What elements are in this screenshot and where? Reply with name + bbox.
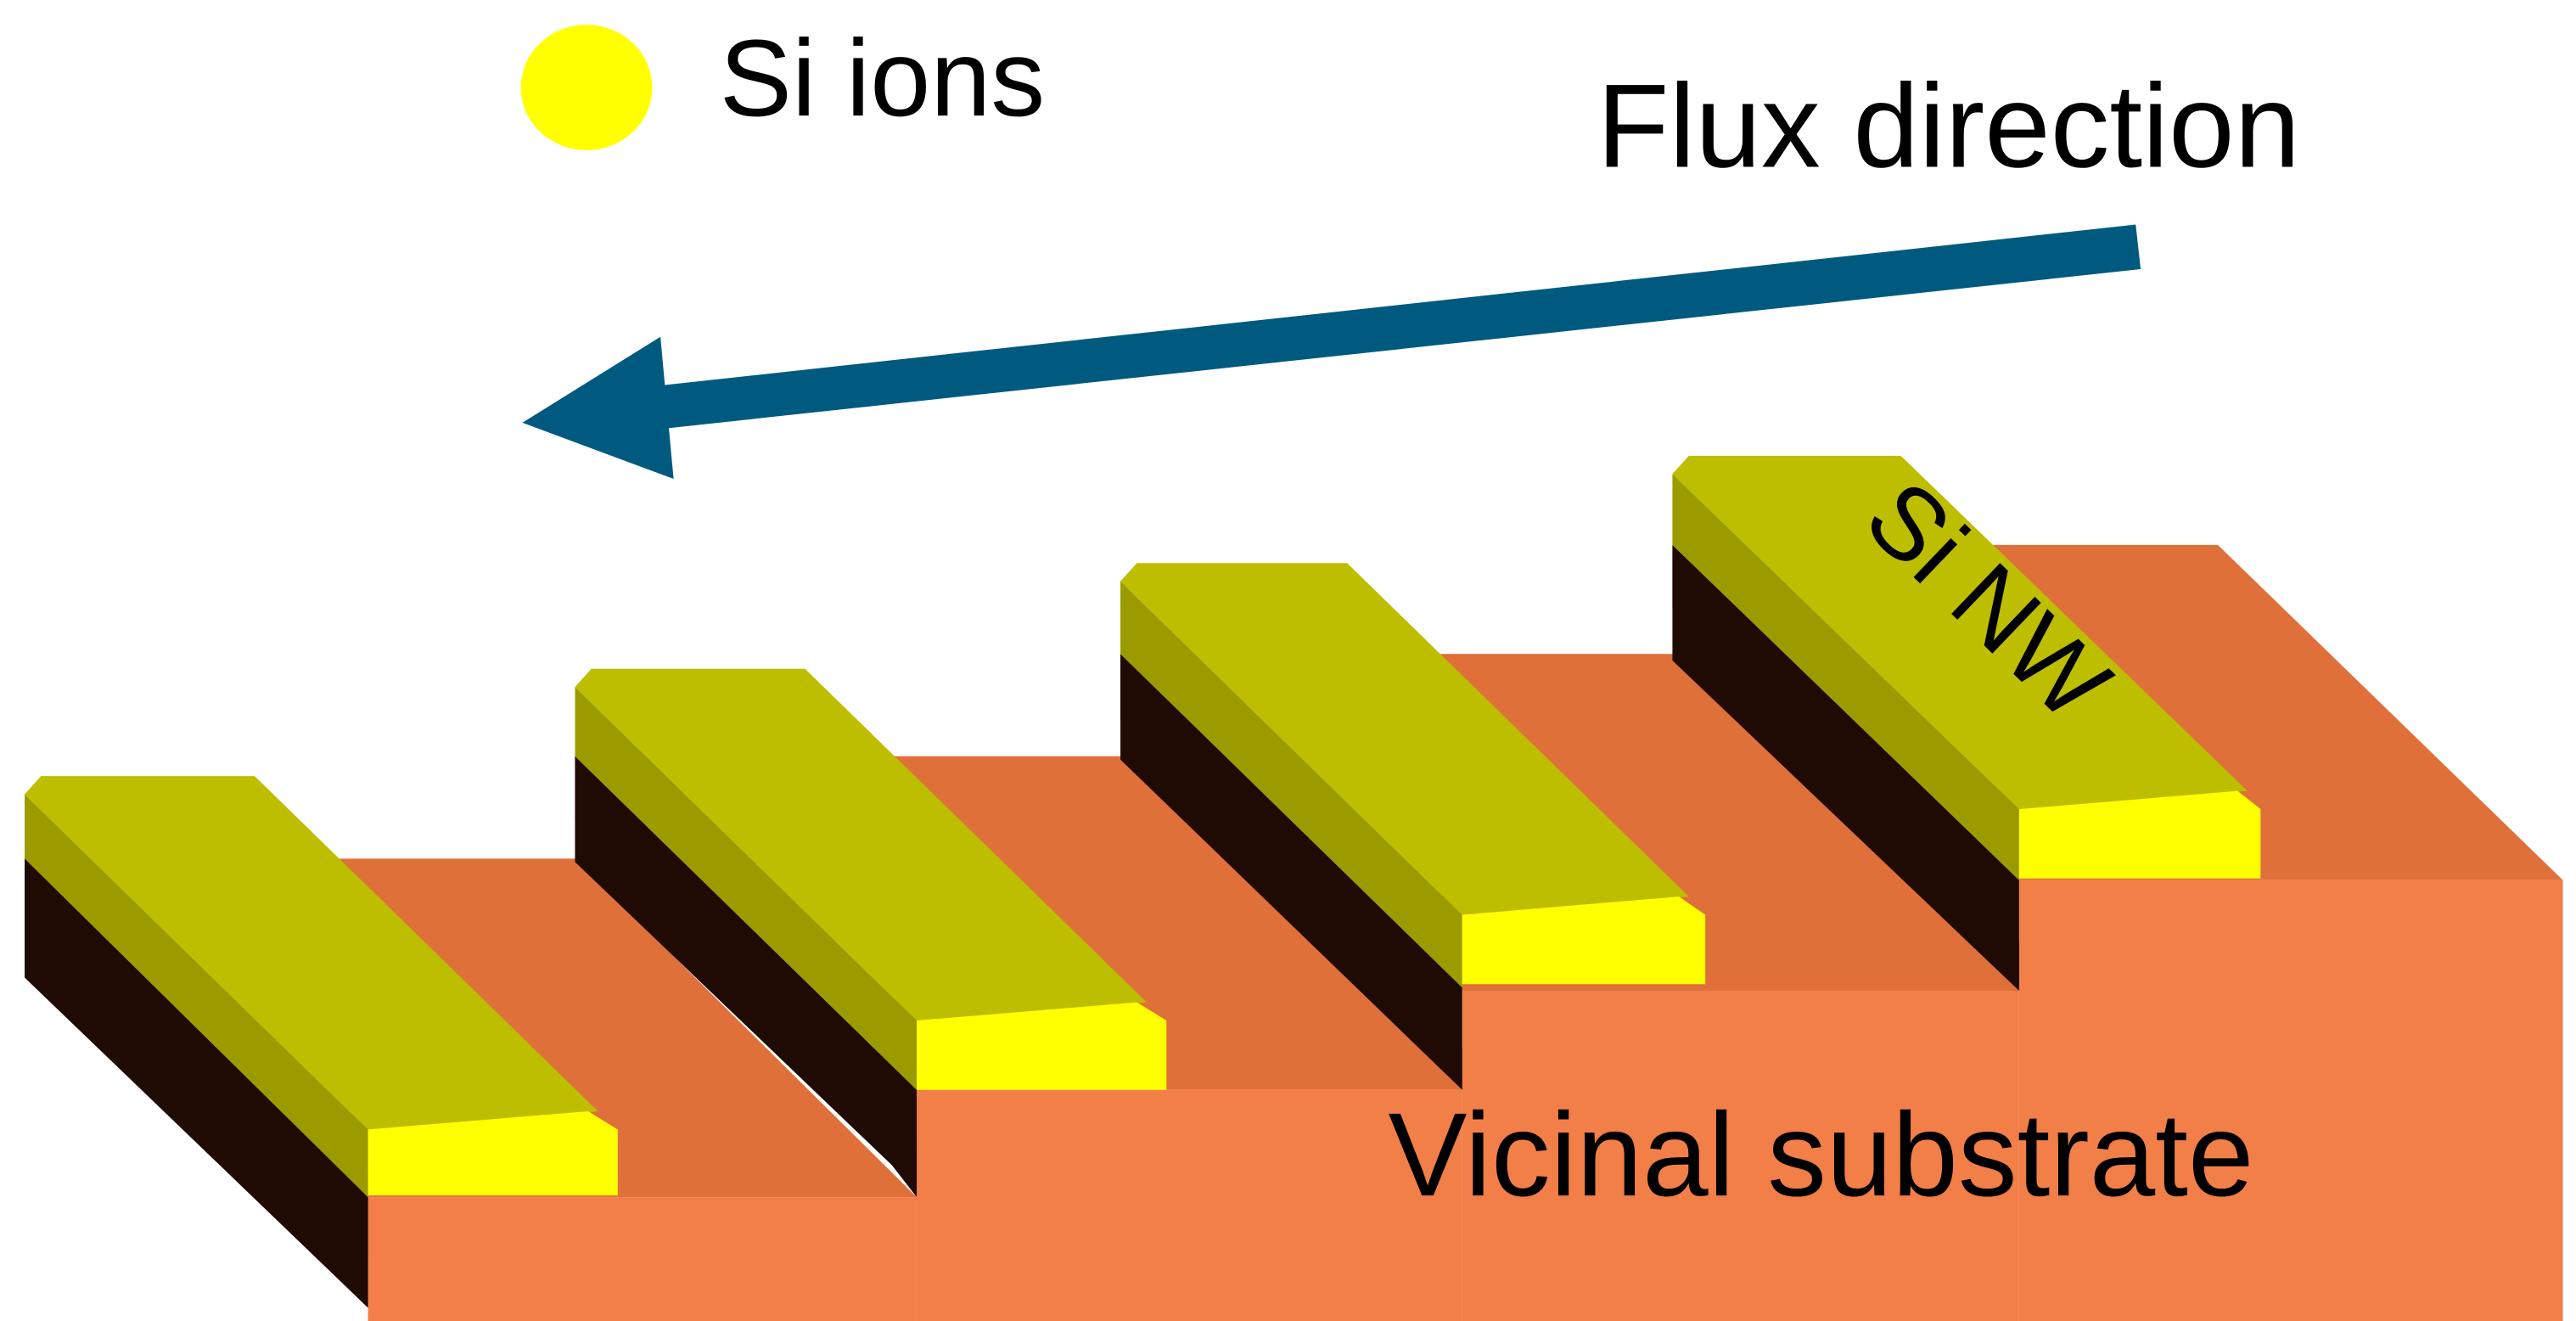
flux-arrow-shaft bbox=[652, 224, 2141, 430]
nanowire-deposit bbox=[2018, 790, 2261, 879]
nanowire-side bbox=[575, 687, 918, 1090]
flux-arrow-head bbox=[522, 336, 674, 480]
si-ion-legend-dot bbox=[520, 25, 653, 150]
nanowire-shadow bbox=[25, 858, 368, 1308]
nanowire-top bbox=[25, 776, 598, 1130]
nanowire-4 bbox=[1672, 455, 2261, 991]
nanowire-top bbox=[1120, 563, 1689, 915]
nanowire-deposit bbox=[368, 1110, 618, 1196]
nanowire-side bbox=[25, 794, 368, 1198]
nanowire-deposit bbox=[1462, 897, 1706, 985]
nanowire-1 bbox=[25, 776, 618, 1308]
si-ions-label: Si ions bbox=[720, 18, 1045, 139]
nanowire-side bbox=[1672, 474, 2019, 880]
nanowire-3 bbox=[1120, 563, 1706, 1090]
nanowire-shadow bbox=[575, 756, 918, 1189]
step-front-1 bbox=[368, 1197, 918, 1321]
step-front-4 bbox=[2018, 880, 2563, 1321]
nanowire-shadow bbox=[1672, 544, 2019, 991]
nanowire-shadow bbox=[1120, 654, 1462, 1090]
flux-arrow bbox=[522, 224, 2141, 480]
legend: Si ions bbox=[520, 18, 1045, 150]
nanowire-2 bbox=[575, 668, 1167, 1189]
flux-direction-label: Flux direction bbox=[1597, 59, 2300, 192]
nanowire-top bbox=[575, 668, 1148, 1021]
nanowire-side bbox=[1120, 581, 1462, 988]
step-front-2 bbox=[917, 1089, 1462, 1321]
nanowire-top bbox=[1672, 455, 2248, 810]
nanowire-deposit bbox=[917, 1002, 1167, 1090]
step-front-3 bbox=[1462, 991, 2019, 1321]
vicinal-substrate-label: Vicinal substrate bbox=[1389, 1088, 2254, 1221]
